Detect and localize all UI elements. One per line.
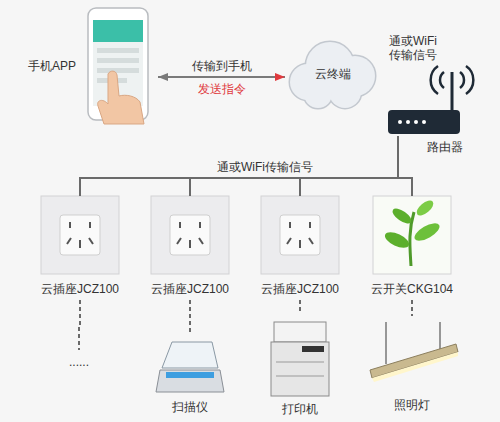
socket-face (60, 215, 100, 255)
phone-node: 手机APP (80, 6, 158, 126)
connector (189, 300, 191, 332)
socket-face (280, 215, 320, 255)
connector (190, 136, 398, 196)
socket-holes (67, 222, 93, 248)
phone-illustration (88, 8, 148, 124)
screen-row (97, 68, 139, 73)
node-label: 云开关CKG104 (371, 282, 453, 296)
connector (411, 300, 413, 316)
router-light (406, 120, 410, 124)
lamp-illustration (370, 322, 458, 382)
lamp-wire (439, 322, 441, 350)
hand (98, 71, 144, 124)
plant-leaf (414, 198, 436, 219)
lamp-wire (385, 322, 387, 364)
printer-tray (276, 362, 324, 363)
wifi-wave (431, 66, 474, 94)
antenna (451, 72, 454, 110)
router-node: 路由器 (385, 100, 467, 156)
lamp-tube (370, 344, 458, 378)
printer-node: 打印机 (262, 316, 338, 418)
switch-plate (373, 196, 451, 274)
router-light (422, 120, 426, 124)
scanner-glass (166, 372, 214, 378)
screen-row (97, 58, 139, 63)
edge-label: 传输到手机 (190, 59, 254, 73)
printer-illustration (271, 322, 329, 396)
printer-body (271, 342, 329, 396)
socket-plate (41, 196, 119, 274)
connector (398, 136, 412, 196)
phone-header (93, 20, 143, 42)
node-label: 扫描仪 (172, 400, 208, 414)
socket-illustration (41, 196, 339, 274)
node-label: 云插座JCZ100 (261, 282, 339, 296)
printer-tray (276, 376, 324, 377)
node-label: 云插座JCZ100 (151, 282, 229, 296)
socket-node: 云插座JCZ100 (148, 194, 232, 298)
connector (79, 300, 80, 350)
scanner-node: 扫描仪 (152, 334, 228, 416)
connector (299, 300, 301, 314)
cloud-illustration (290, 42, 375, 108)
socket-holes (287, 222, 313, 248)
plant-leaf (383, 229, 412, 251)
plant-leaf (390, 206, 414, 227)
cloud-node: 云终端 (285, 38, 380, 110)
socket-plate (261, 196, 339, 274)
wifi-wave (440, 72, 464, 88)
connector (158, 76, 285, 78)
signal-note: 通或WiFi 传输信号 (384, 34, 442, 62)
lamp-light (372, 352, 458, 382)
printer-top (274, 322, 326, 342)
router-light (414, 120, 418, 124)
socket-node: 云插座JCZ100 (38, 194, 122, 298)
node-label: 手机APP (28, 59, 76, 73)
cloud-puff (304, 80, 332, 108)
bus-label: 通或WiFi传输信号 (217, 160, 313, 174)
scanner-base (156, 370, 224, 392)
scanner-lid (162, 342, 218, 368)
connector (80, 136, 398, 196)
edge-label: 发送指令 (196, 82, 248, 96)
node-label: 路由器 (427, 140, 463, 154)
socket-node: 云插座JCZ100 (258, 194, 342, 298)
node-label: 打印机 (282, 402, 318, 416)
node-label: ...... (69, 355, 89, 369)
router-body (388, 110, 460, 134)
connector (158, 76, 285, 78)
scanner-illustration (156, 342, 224, 392)
socket-face (170, 215, 210, 255)
screen-row (97, 48, 139, 53)
router-light (398, 120, 402, 124)
lamp-node: 照明灯 (362, 318, 462, 414)
plant-leaf (412, 220, 442, 244)
socket-plate (151, 196, 229, 274)
printer-panel (302, 346, 324, 352)
node-label: 照明灯 (394, 398, 430, 412)
node-label: 云插座JCZ100 (41, 282, 119, 296)
switch-illustration (373, 196, 451, 274)
ellipsis-node: ...... (55, 352, 103, 372)
connector (300, 136, 398, 196)
socket-holes (177, 222, 203, 248)
switch-node: 云开关CKG104 (368, 194, 456, 298)
node-label: 云终端 (315, 67, 351, 81)
cloud-fill (304, 80, 332, 108)
router-illustration (388, 66, 473, 134)
